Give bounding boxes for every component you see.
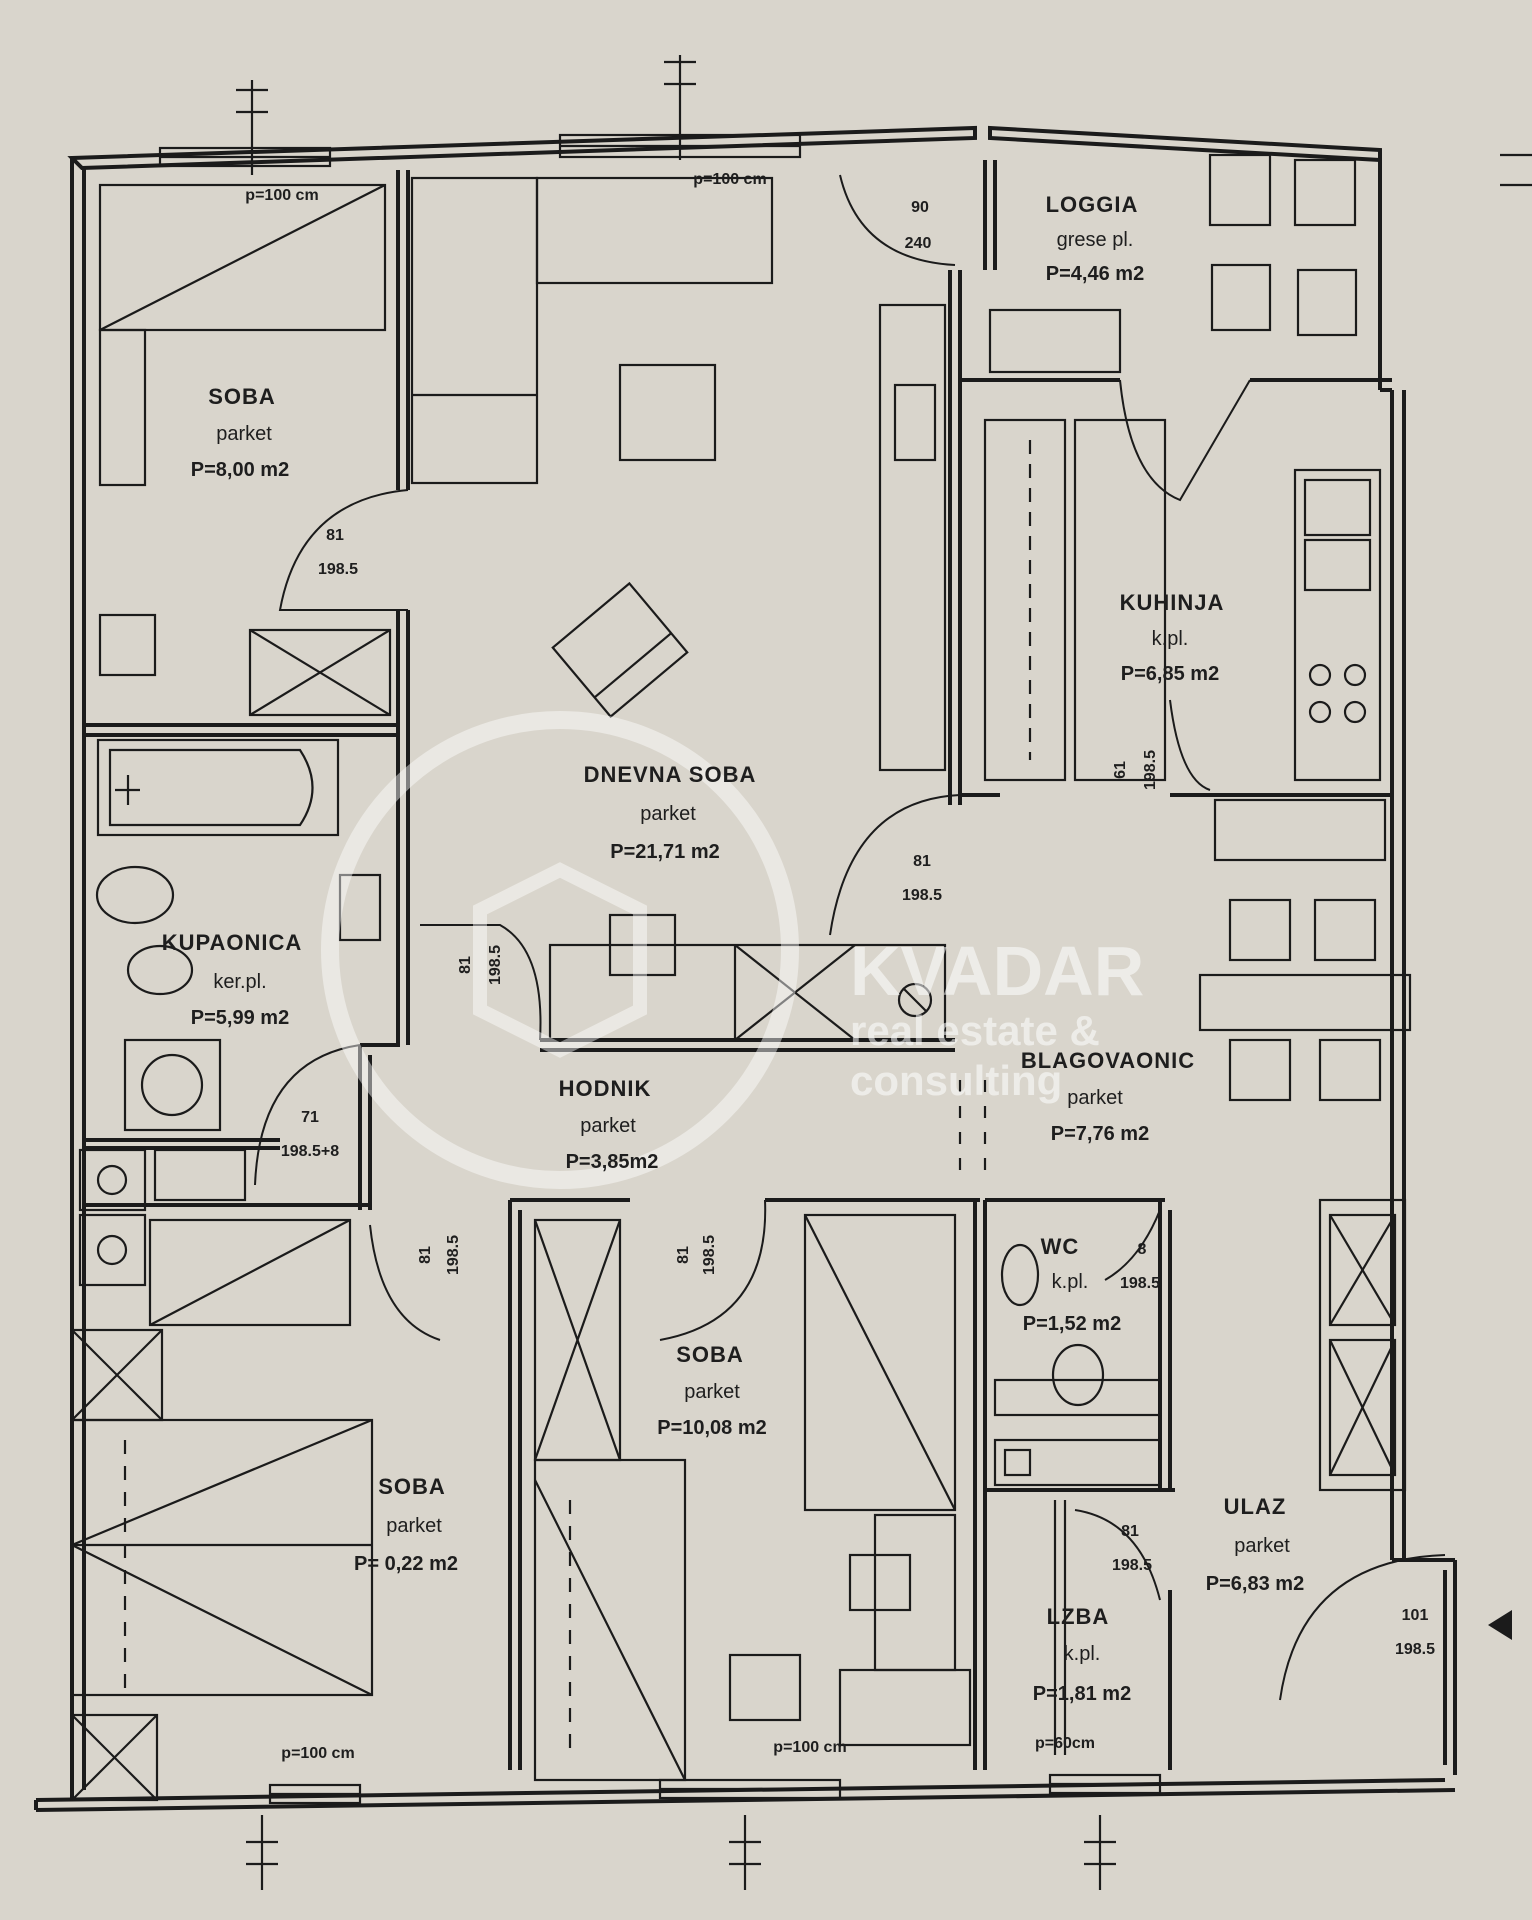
ulaz-name: ULAZ bbox=[1224, 1494, 1287, 1519]
windows bbox=[158, 133, 1162, 1805]
soba1-name: SOBA bbox=[208, 384, 276, 409]
soba2-name: SOBA bbox=[676, 1342, 744, 1367]
blagovaonica-floor: parket bbox=[1067, 1087, 1123, 1109]
hodnik-floor: parket bbox=[580, 1115, 636, 1137]
entry-door-width: 101 bbox=[1402, 1607, 1429, 1624]
watermark: KVADAR real estate & consulting bbox=[321, 711, 1144, 1189]
dnevna-door-width: 81 bbox=[913, 853, 931, 870]
window-top-left-label: p=100 cm bbox=[245, 187, 318, 204]
window-bottom-left-label: p=100 cm bbox=[281, 1745, 354, 1762]
soba1-door-height: 198.5 bbox=[318, 561, 358, 578]
watermark-line1: real estate & bbox=[850, 1007, 1100, 1054]
loggia-area: P=4,46 m2 bbox=[1046, 263, 1144, 285]
soba2-door-height: 198.5 bbox=[701, 1235, 718, 1275]
dnevna-name: DNEVNA SOBA bbox=[584, 762, 757, 787]
soba2-floor: parket bbox=[684, 1381, 740, 1403]
kuhinja-area: P=6,85 m2 bbox=[1121, 663, 1219, 685]
doors bbox=[254, 174, 1446, 1701]
room-labels: SOBA parket P=8,00 m2 DNEVNA SOBA parket… bbox=[162, 192, 1305, 1705]
axis-markers bbox=[236, 55, 1532, 1890]
loggia-floor: grese pl. bbox=[1057, 229, 1134, 251]
ostava-door-height: 198.5 bbox=[1112, 1557, 1152, 1574]
ostava-door-width: 81 bbox=[1121, 1523, 1139, 1540]
soba1-floor: parket bbox=[216, 423, 272, 445]
soba3-door-width: 81 bbox=[417, 1246, 434, 1264]
ulaz-floor: parket bbox=[1234, 1535, 1290, 1557]
blagovaonica-name: BLAGOVAONIC bbox=[1021, 1048, 1195, 1073]
kuhinja-floor: k.pl. bbox=[1152, 628, 1189, 650]
kuhinja-name: KUHINJA bbox=[1120, 590, 1225, 615]
hodnik-name: HODNIK bbox=[559, 1076, 652, 1101]
ostava-name: LZBA bbox=[1047, 1604, 1110, 1629]
window-bottom-right-label: p=60cm bbox=[1035, 1735, 1095, 1752]
hall-door-width: 81 bbox=[457, 956, 474, 974]
dnevna-floor: parket bbox=[640, 803, 696, 825]
dimension-labels: p=100 cm p=100 cm p=100 cm p=100 cm p=60… bbox=[245, 171, 1435, 1762]
soba2-area: P=10,08 m2 bbox=[657, 1417, 767, 1439]
soba3-name: SOBA bbox=[378, 1474, 446, 1499]
kup-door-height: 198.5+8 bbox=[281, 1143, 339, 1160]
kupaonica-name: KUPAONICA bbox=[162, 930, 303, 955]
ostava-floor: k.pl. bbox=[1064, 1643, 1101, 1665]
window-bottom-mid-label: p=100 cm bbox=[773, 1739, 846, 1756]
dnevna-area: P=21,71 m2 bbox=[610, 841, 720, 863]
soba2-door-width: 81 bbox=[675, 1246, 692, 1264]
wc-door-width: 8 bbox=[1138, 1241, 1147, 1258]
wc-area: P=1,52 m2 bbox=[1023, 1313, 1121, 1335]
wc-name: WC bbox=[1041, 1234, 1080, 1259]
furniture bbox=[70, 153, 1412, 1802]
ulaz-area: P=6,83 m2 bbox=[1206, 1573, 1304, 1595]
watermark-brand: KVADAR bbox=[850, 932, 1144, 1010]
wc-floor: k.pl. bbox=[1052, 1271, 1089, 1293]
entry-arrow-icon bbox=[1488, 1610, 1512, 1640]
exterior-walls bbox=[34, 125, 1457, 1812]
soba3-floor: parket bbox=[386, 1515, 442, 1537]
loggia-name: LOGGIA bbox=[1046, 192, 1139, 217]
soba3-door-height: 198.5 bbox=[445, 1235, 462, 1275]
kupaonica-area: P=5,99 m2 bbox=[191, 1007, 289, 1029]
hodnik-area: P=3,85m2 bbox=[566, 1151, 659, 1173]
hall-door-height: 198.5 bbox=[487, 945, 504, 985]
kup-door-width: 71 bbox=[301, 1109, 319, 1126]
interior-walls bbox=[86, 160, 1392, 1770]
blagovaonica-area: P=7,76 m2 bbox=[1051, 1123, 1149, 1145]
kuh-door-height: 198.5 bbox=[1142, 750, 1159, 790]
kuh-door-width: 61 bbox=[1112, 761, 1129, 779]
kupaonica-floor: ker.pl. bbox=[213, 971, 266, 993]
soba1-door-width: 81 bbox=[326, 527, 344, 544]
soba1-area: P=8,00 m2 bbox=[191, 459, 289, 481]
watermark-line2: consulting bbox=[850, 1057, 1062, 1104]
ostava-area: P=1,81 m2 bbox=[1033, 1683, 1131, 1705]
soba3-area: P= 0,22 m2 bbox=[354, 1553, 458, 1575]
entry-door-height: 198.5 bbox=[1395, 1641, 1435, 1658]
dnevna-door-height: 198.5 bbox=[902, 887, 942, 904]
loggia-door-width: 90 bbox=[911, 199, 929, 216]
window-top-mid-label: p=100 cm bbox=[693, 171, 766, 188]
loggia-door-height: 240 bbox=[905, 235, 932, 252]
wc-door-height: 198.5 bbox=[1120, 1275, 1160, 1292]
